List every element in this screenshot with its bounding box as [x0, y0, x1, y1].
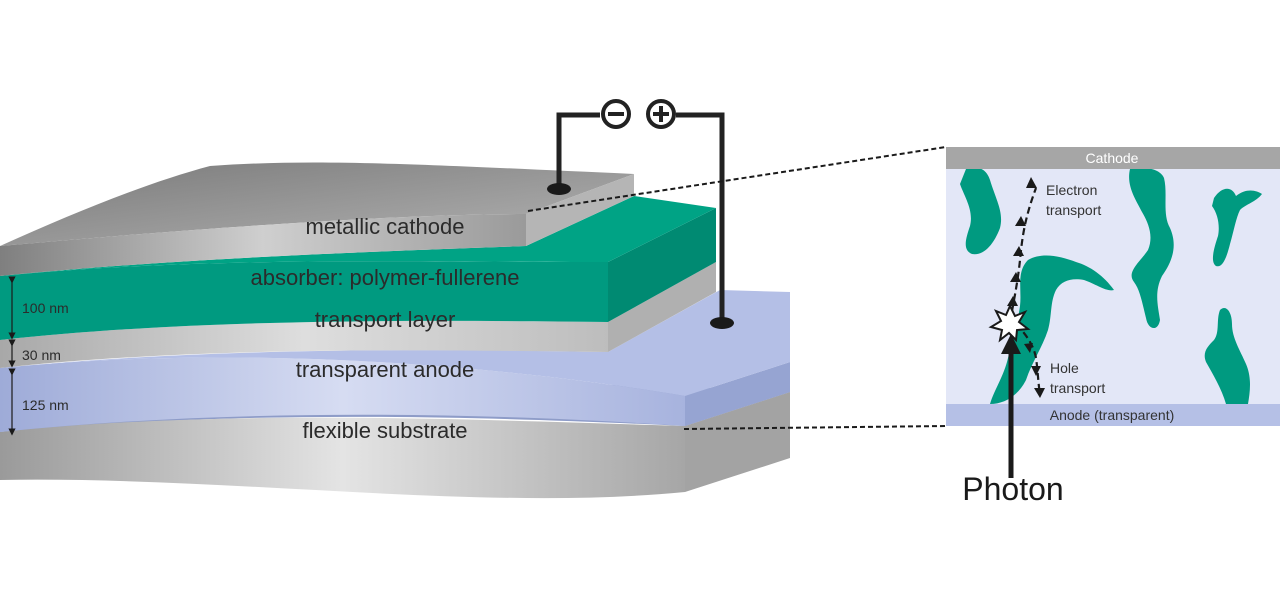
negative-wire [556, 112, 600, 188]
arrow-up-icon [1007, 296, 1018, 306]
substrate-side-face [685, 392, 790, 492]
anode-label: transparent anode [296, 357, 475, 382]
anode-top-face [0, 290, 790, 396]
hole-label-line2: transport [1050, 380, 1105, 396]
polymer-domain [1204, 307, 1250, 404]
inset-panel: Cathode Anode (transparent) Electron tra… [946, 147, 1280, 426]
absorber-label: absorber: polymer-fullerene [250, 265, 519, 290]
anode-side-face [685, 362, 790, 426]
transport-side-face [608, 262, 716, 352]
cathode-front-face [0, 214, 526, 276]
absorber-layer [0, 196, 716, 340]
inset-anode-band [946, 404, 1280, 426]
arrow-down-icon [1024, 343, 1033, 353]
absorber-side-face [608, 208, 716, 322]
cathode-label: metallic cathode [306, 214, 465, 239]
hole-arrow-icons [1024, 343, 1045, 398]
callout-line-bottom [683, 425, 947, 430]
arrow-down-icon [1031, 366, 1041, 376]
electron-arrow-icons [1007, 177, 1037, 306]
substrate-front-face [0, 417, 685, 499]
electron-transport-path [1008, 187, 1038, 323]
polymer-domain [1129, 167, 1174, 329]
electron-label-line2: transport [1046, 202, 1101, 218]
electron-label-line1: Electron [1046, 182, 1097, 198]
polymer-domain [1212, 188, 1262, 267]
transport-label: transport layer [315, 307, 456, 332]
arrow-up-icon [1010, 272, 1021, 282]
positive-contact [710, 317, 734, 329]
anode-front-face [0, 357, 685, 432]
polymer-domain [960, 167, 1002, 255]
anode-layer [0, 290, 790, 432]
photon-arrow [1001, 334, 1021, 478]
cathode-layer [0, 162, 634, 276]
transport-thickness-label: 30 nm [22, 347, 61, 363]
polymer-domain [990, 255, 1114, 404]
thickness-markers: 100 nm 30 nm 125 nm [8, 276, 69, 436]
arrow-up-icon [1026, 177, 1037, 188]
photon-arrow-head-icon [1001, 334, 1021, 354]
photon-label: Photon [962, 471, 1063, 507]
absorber-top-face [0, 196, 716, 276]
callout-line-top [527, 146, 947, 212]
arrow-up-icon [1015, 216, 1026, 226]
inset-cathode-label: Cathode [1086, 150, 1139, 166]
transport-front-face [0, 320, 608, 368]
absorber-thickness-label: 100 nm [22, 300, 69, 316]
positive-wire [676, 112, 725, 322]
hole-transport-path [1015, 323, 1042, 395]
absorber-front-face [0, 261, 608, 340]
arrow-down-icon [1034, 388, 1045, 398]
negative-contact [547, 183, 571, 195]
cathode-top-face [0, 162, 634, 246]
arrow-up-icon [1013, 246, 1024, 256]
exciton-star-icon [988, 303, 1031, 343]
inset-anode-label: Anode (transparent) [1050, 407, 1175, 423]
transport-layer [0, 262, 716, 368]
cathode-side-face [526, 174, 634, 246]
anode-thickness-label: 125 nm [22, 397, 69, 413]
inset-cathode-band [946, 147, 1280, 169]
electrode-wires [547, 99, 734, 329]
substrate-label: flexible substrate [302, 418, 467, 443]
hole-label-line1: Hole [1050, 360, 1079, 376]
